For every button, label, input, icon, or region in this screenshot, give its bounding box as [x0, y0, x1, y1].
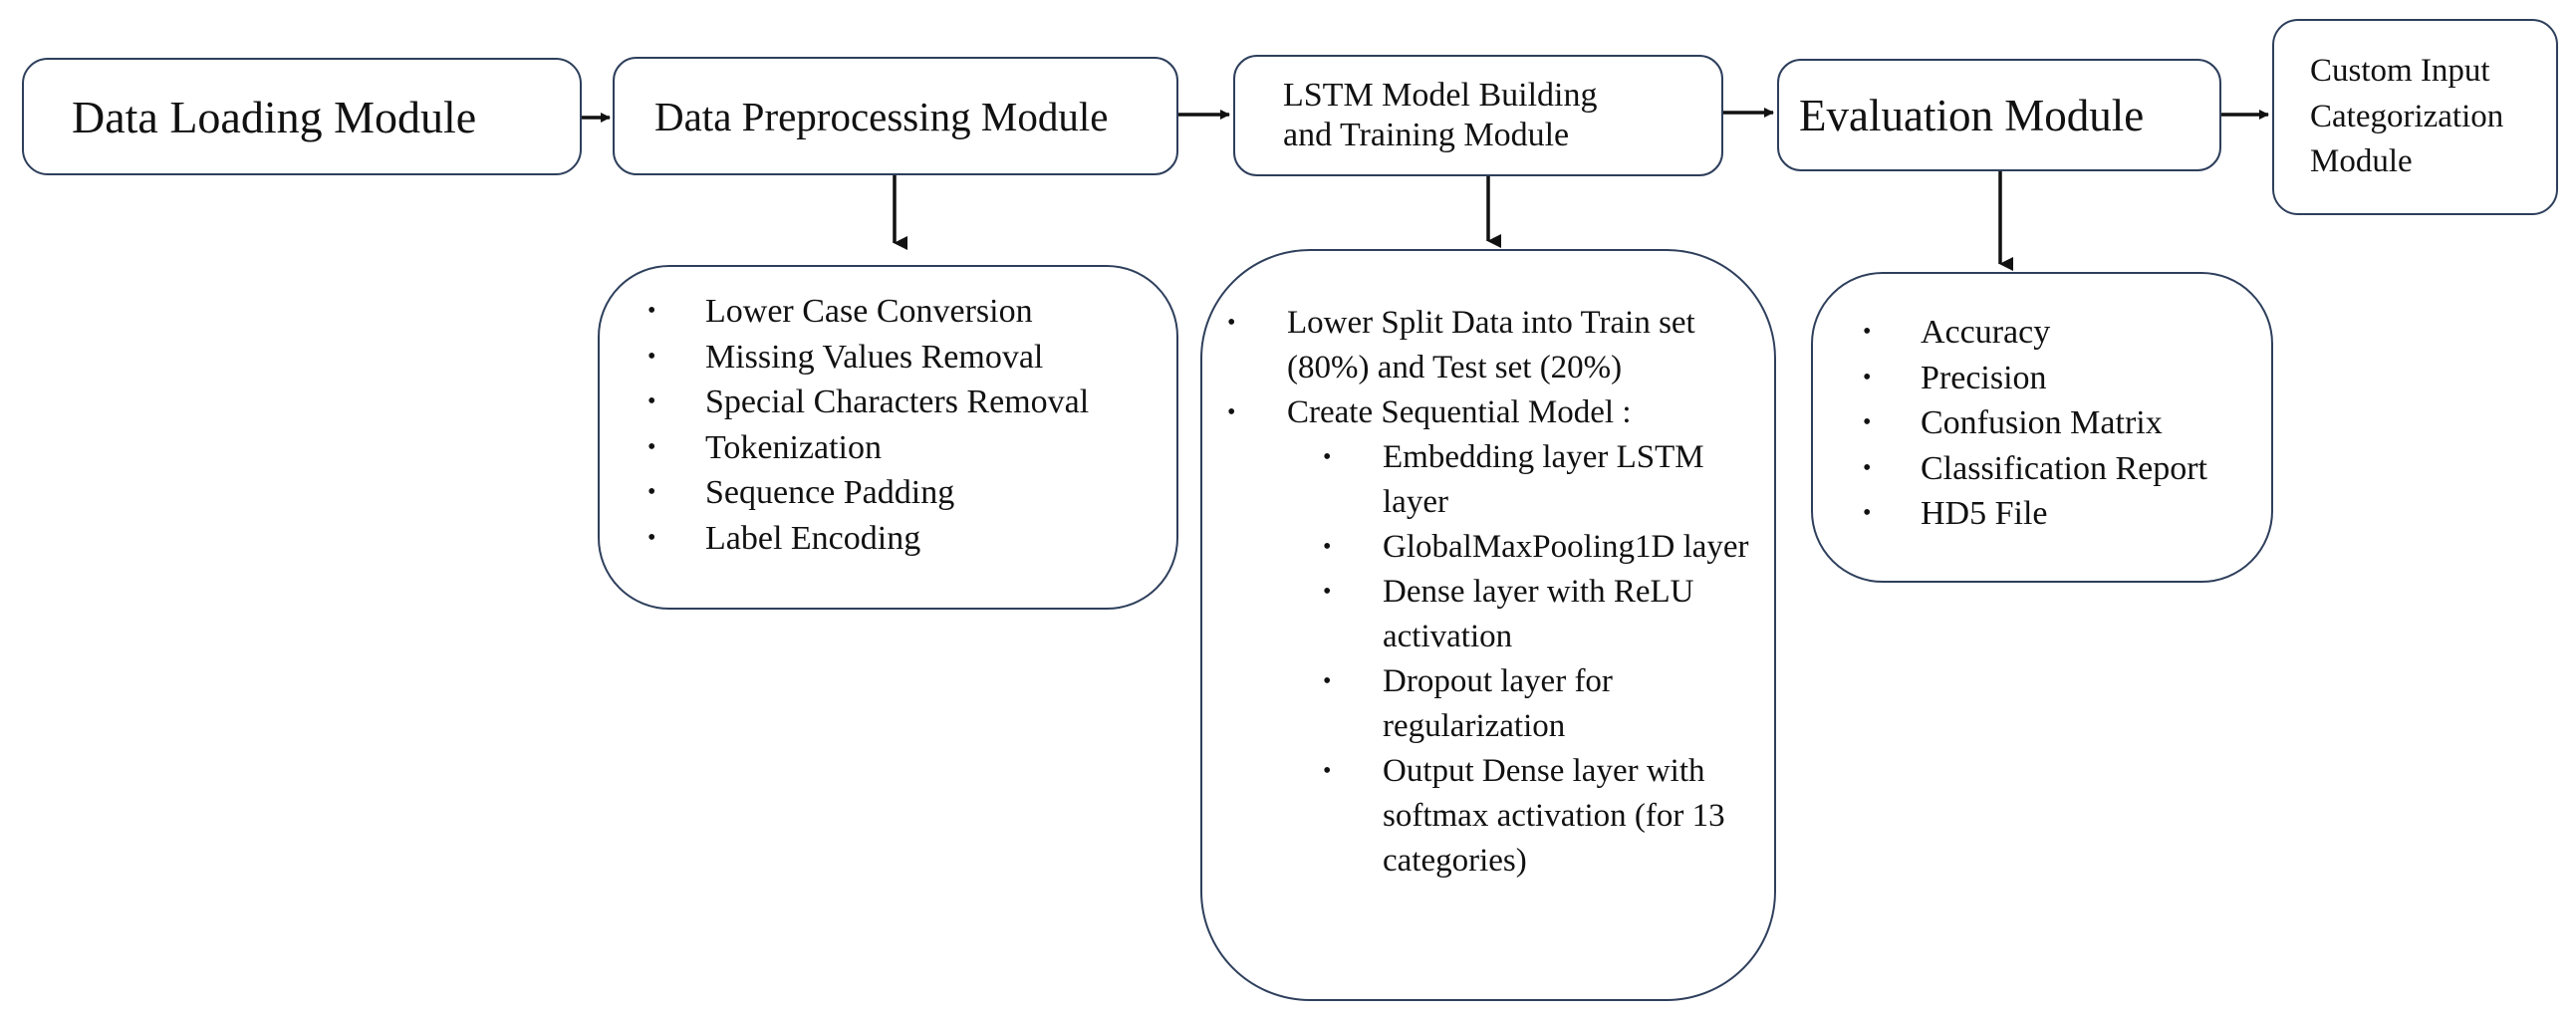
- data-preprocessing-module-label: Data Preprocessing Module: [654, 93, 1109, 139]
- evaluation-output-item: Accuracy: [1863, 310, 2207, 356]
- lstm-layer-item: Embedding layer LSTM layer: [1323, 435, 1755, 525]
- lstm-layer-item: Output Dense layer with softmax activati…: [1323, 749, 1755, 884]
- data-loading-module-label: Data Loading Module: [72, 91, 477, 142]
- preprocessing-step: Lower Case Conversion: [647, 289, 1089, 335]
- preprocessing-step: Tokenization: [647, 425, 1089, 471]
- lstm-steps-box: Lower Split Data into Train set (80%) an…: [1200, 249, 1776, 1001]
- data-loading-module: Data Loading Module: [22, 58, 582, 175]
- evaluation-outputs-box: Accuracy Precision Confusion Matrix Clas…: [1811, 272, 2273, 583]
- preprocessing-step: Special Characters Removal: [647, 380, 1089, 425]
- lstm-module-label-line1: LSTM Model Building: [1283, 76, 1598, 114]
- lstm-layer-item: GlobalMaxPooling1D layer: [1323, 525, 1755, 570]
- data-preprocessing-module: Data Preprocessing Module: [613, 57, 1178, 175]
- lstm-step-split: Lower Split Data into Train set (80%) an…: [1227, 301, 1755, 390]
- preprocessing-step: Sequence Padding: [647, 470, 1089, 516]
- lstm-step-create-model-label: Create Sequential Model :: [1287, 394, 1632, 430]
- lstm-layer-item: Dropout layer for regularization: [1323, 659, 1755, 749]
- custom-module-label-line2: Categorization: [2310, 98, 2504, 134]
- preprocessing-steps-box: Lower Case Conversion Missing Values Rem…: [598, 265, 1178, 610]
- preprocessing-step: Missing Values Removal: [647, 335, 1089, 381]
- lstm-step-split-line1: Lower Split Data into Train set: [1287, 305, 1695, 341]
- lstm-layers-list: Embedding layer LSTM layer GlobalMaxPool…: [1323, 435, 1755, 884]
- custom-module-label-line1: Custom Input: [2310, 53, 2490, 90]
- lstm-step-split-line2: (80%) and Test set (20%): [1287, 350, 1623, 385]
- evaluation-module: Evaluation Module: [1777, 59, 2221, 171]
- preprocessing-steps-list: Lower Case Conversion Missing Values Rem…: [647, 289, 1089, 562]
- custom-input-module: Custom Input Categorization Module: [2272, 19, 2558, 215]
- lstm-step-create-model: Create Sequential Model : Embedding laye…: [1227, 390, 1755, 884]
- custom-module-label-line3: Module: [2310, 143, 2413, 180]
- evaluation-output-item: Classification Report: [1863, 446, 2207, 492]
- lstm-layer-item: Dense layer with ReLU activation: [1323, 570, 1755, 659]
- lstm-steps-list: Lower Split Data into Train set (80%) an…: [1227, 301, 1755, 884]
- lstm-module-label-line2: and Training Module: [1283, 117, 1570, 153]
- evaluation-output-item: HD5 File: [1863, 491, 2207, 537]
- preprocessing-step: Label Encoding: [647, 516, 1089, 562]
- evaluation-output-item: Precision: [1863, 356, 2207, 401]
- evaluation-output-item: Confusion Matrix: [1863, 400, 2207, 446]
- evaluation-outputs-list: Accuracy Precision Confusion Matrix Clas…: [1863, 310, 2207, 537]
- lstm-module: LSTM Model Building and Training Module: [1233, 55, 1723, 176]
- evaluation-module-label: Evaluation Module: [1799, 90, 2145, 140]
